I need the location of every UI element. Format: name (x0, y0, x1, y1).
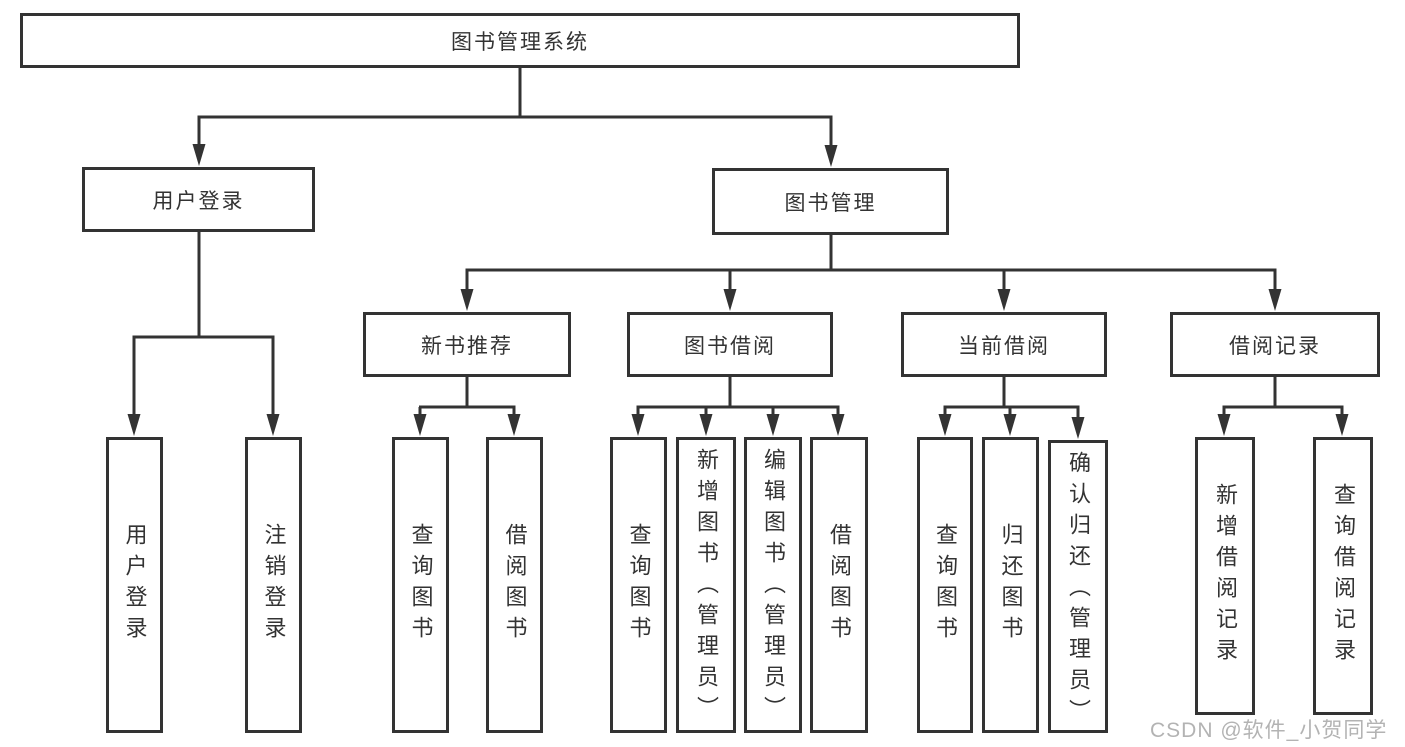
leaf-add-borrow-record: 新增借阅记录 (1195, 437, 1255, 715)
leaf-borrow-books: 借阅图书 (810, 437, 868, 733)
leaf-query-books-borrowing: 查询图书 (610, 437, 667, 733)
node-borrow-records-label: 借阅记录 (1229, 334, 1321, 358)
leaf-label: 查询图书 (408, 523, 434, 647)
node-borrow-records: 借阅记录 (1170, 312, 1380, 377)
node-book-borrowing: 图书借阅 (627, 312, 833, 377)
leaf-label: 编辑图书（管理员） (761, 448, 786, 727)
leaf-user-login: 用户登录 (106, 437, 163, 733)
leaf-label: 归还图书 (998, 523, 1024, 647)
leaf-label: 查询借阅记录 (1331, 483, 1356, 669)
leaf-confirm-return-admin: 确认归还（管理员） (1048, 440, 1108, 733)
leaf-label: 新增图书（管理员） (694, 448, 719, 727)
node-user-login-label: 用户登录 (152, 189, 245, 213)
leaf-label: 借阅图书 (827, 523, 852, 647)
node-current-borrowing: 当前借阅 (901, 312, 1107, 377)
node-root-label: 图书管理系统 (451, 30, 589, 54)
leaf-add-books-admin: 新增图书（管理员） (676, 437, 736, 733)
node-user-login: 用户登录 (82, 167, 315, 232)
leaf-borrow-books-recommend: 借阅图书 (486, 437, 543, 733)
node-book-management-label: 图书管理 (784, 191, 877, 215)
leaf-label: 借阅图书 (502, 523, 528, 647)
node-new-book-recommendation: 新书推荐 (363, 312, 571, 377)
leaf-query-borrow-record: 查询借阅记录 (1313, 437, 1373, 715)
leaf-label: 查询图书 (626, 523, 652, 647)
leaf-query-books-current: 查询图书 (917, 437, 973, 733)
leaf-label: 新增借阅记录 (1213, 483, 1238, 669)
node-book-borrowing-label: 图书借阅 (684, 334, 776, 358)
leaf-logout: 注销登录 (245, 437, 302, 733)
leaf-return-books: 归还图书 (982, 437, 1039, 733)
leaf-label: 查询图书 (933, 523, 958, 647)
node-root: 图书管理系统 (20, 13, 1020, 68)
leaf-label: 用户登录 (122, 523, 148, 647)
leaf-label: 确认归还（管理员） (1066, 451, 1091, 730)
node-book-management: 图书管理 (712, 168, 949, 235)
node-new-book-recommendation-label: 新书推荐 (421, 334, 513, 358)
leaf-query-books-recommend: 查询图书 (392, 437, 449, 733)
leaf-edit-books-admin: 编辑图书（管理员） (744, 437, 802, 733)
node-current-borrowing-label: 当前借阅 (958, 334, 1050, 358)
leaf-label: 注销登录 (261, 523, 287, 647)
csdn-watermark: CSDN @软件_小贺同学 (1150, 719, 1388, 742)
